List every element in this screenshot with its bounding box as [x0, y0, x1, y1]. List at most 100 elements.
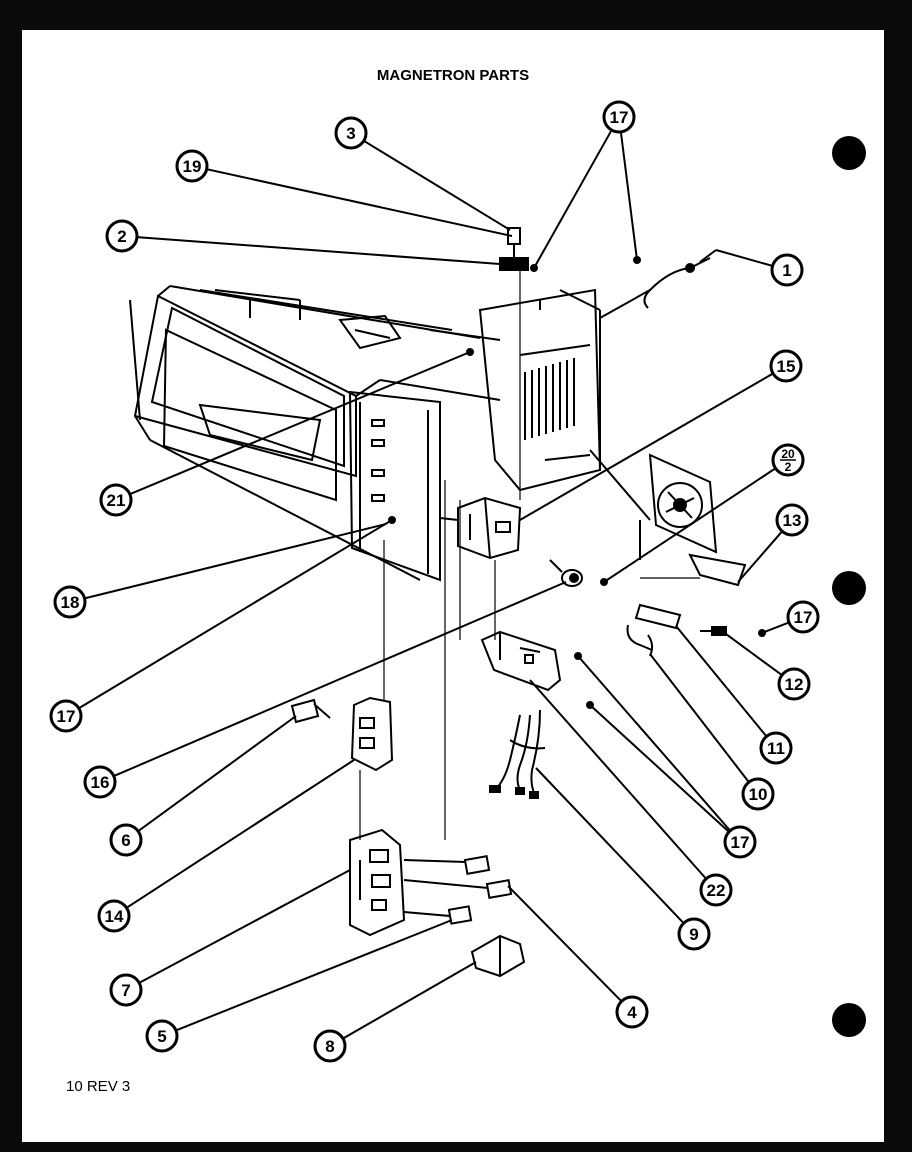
callout-22: 22: [699, 873, 733, 907]
callout-number: 1: [782, 261, 791, 280]
leader-line: [138, 869, 351, 984]
fan-motor-assembly: [639, 453, 747, 587]
callout-circle: [83, 765, 117, 799]
monitor-switch: [290, 698, 331, 724]
callout-number: 14: [105, 907, 124, 926]
callout-number: 18: [61, 593, 80, 612]
callout-17: 17: [602, 100, 636, 134]
callout-2: 2: [105, 219, 139, 253]
leader-line: [363, 139, 511, 231]
thermal-cutout: [549, 559, 583, 587]
callout-18: 18: [53, 585, 87, 619]
callout-number: 5: [157, 1027, 166, 1046]
callout-13: 13: [775, 503, 809, 537]
callout-4: 4: [615, 995, 649, 1029]
callout-12: 12: [777, 667, 811, 701]
leader-line: [519, 372, 774, 521]
leader-line: [126, 759, 355, 909]
callout-number: 2: [117, 227, 126, 246]
assembly-guide-lines: [359, 270, 700, 840]
callout-number: 16: [91, 773, 110, 792]
capacitor-and-diode: [634, 603, 727, 636]
callout-circle: [786, 600, 820, 634]
leader-line: [761, 621, 790, 634]
callout-labels: 1234567891011121314151617171717181920221…: [49, 100, 820, 1063]
waveguide-bracket: [480, 630, 562, 692]
callout-number: 21: [107, 491, 126, 510]
callout-circle: [109, 823, 143, 857]
callout-circle: [602, 100, 636, 134]
leader-line: [675, 625, 768, 738]
leader-line: [529, 679, 707, 880]
callout-number: 4: [627, 1003, 637, 1022]
leader-line: [533, 129, 613, 269]
callout-circle: [741, 777, 775, 811]
callout-number: 17: [794, 608, 813, 627]
rear-housing: [429, 288, 651, 521]
callout-number: 22: [707, 881, 726, 900]
callout-19: 19: [175, 149, 209, 183]
callout-number: 2: [785, 460, 792, 474]
thermostat-assembly: [499, 227, 529, 271]
callout-number: 3: [346, 124, 355, 143]
microwave-cavity: [129, 285, 501, 581]
callout-number: 15: [777, 357, 796, 376]
leader-line: [113, 581, 567, 778]
callout-number: 9: [689, 925, 698, 944]
callout-number: 17: [731, 833, 750, 852]
leader-line: [715, 249, 773, 267]
callout-number: 11: [767, 739, 785, 758]
callout-17: 17: [49, 699, 83, 733]
callout-17: 17: [723, 825, 757, 859]
callout-circle: [97, 899, 131, 933]
callout-21: 21: [99, 483, 133, 517]
vent-grille: [524, 358, 575, 440]
leader-line: [84, 523, 387, 600]
leader-line: [136, 236, 501, 265]
callout-6: 6: [109, 823, 143, 857]
callout-7: 7: [109, 973, 143, 1007]
leader-line: [603, 467, 777, 583]
callout-circle: [770, 253, 804, 287]
lower-latch-holder: [349, 828, 406, 937]
callout-circle: [99, 483, 133, 517]
callout-5: 5: [145, 1019, 179, 1053]
power-cord: [599, 249, 717, 319]
callout-circle: [775, 503, 809, 537]
interlock-switches: [403, 855, 513, 925]
callout-8: 8: [313, 1029, 347, 1063]
binder-hole: [832, 571, 866, 605]
callout-number: 17: [610, 108, 629, 127]
leader-line: [725, 633, 783, 676]
leader-line: [342, 961, 477, 1040]
callout-circle: [175, 149, 209, 183]
callout-circle: [723, 825, 757, 859]
callout-circle: [105, 219, 139, 253]
callout-circle: [145, 1019, 179, 1053]
callout-number: 20: [781, 447, 795, 461]
callout-9: 9: [677, 917, 711, 951]
binder-hole: [832, 1003, 866, 1037]
callout-number: 8: [325, 1037, 334, 1056]
callout-circle: [334, 116, 368, 150]
callout-1: 1: [770, 253, 804, 287]
leader-line: [619, 131, 638, 261]
callout-number: 19: [183, 157, 202, 176]
leader-line: [649, 653, 750, 783]
leader-line: [175, 919, 453, 1032]
callout-16: 16: [83, 765, 117, 799]
callout-circle: [615, 995, 649, 1029]
callout-circle: [109, 973, 143, 1007]
diagram-sheet: [22, 30, 884, 1142]
callout-number: 6: [121, 831, 130, 850]
callout-circle: [677, 917, 711, 951]
wire-clamp: [626, 624, 654, 657]
leader-line: [737, 530, 783, 583]
callout-circle: [53, 585, 87, 619]
callout-3: 3: [334, 116, 368, 150]
upper-switch-holder: [350, 696, 394, 772]
callout-14: 14: [97, 899, 131, 933]
callout-number: 10: [749, 785, 768, 804]
